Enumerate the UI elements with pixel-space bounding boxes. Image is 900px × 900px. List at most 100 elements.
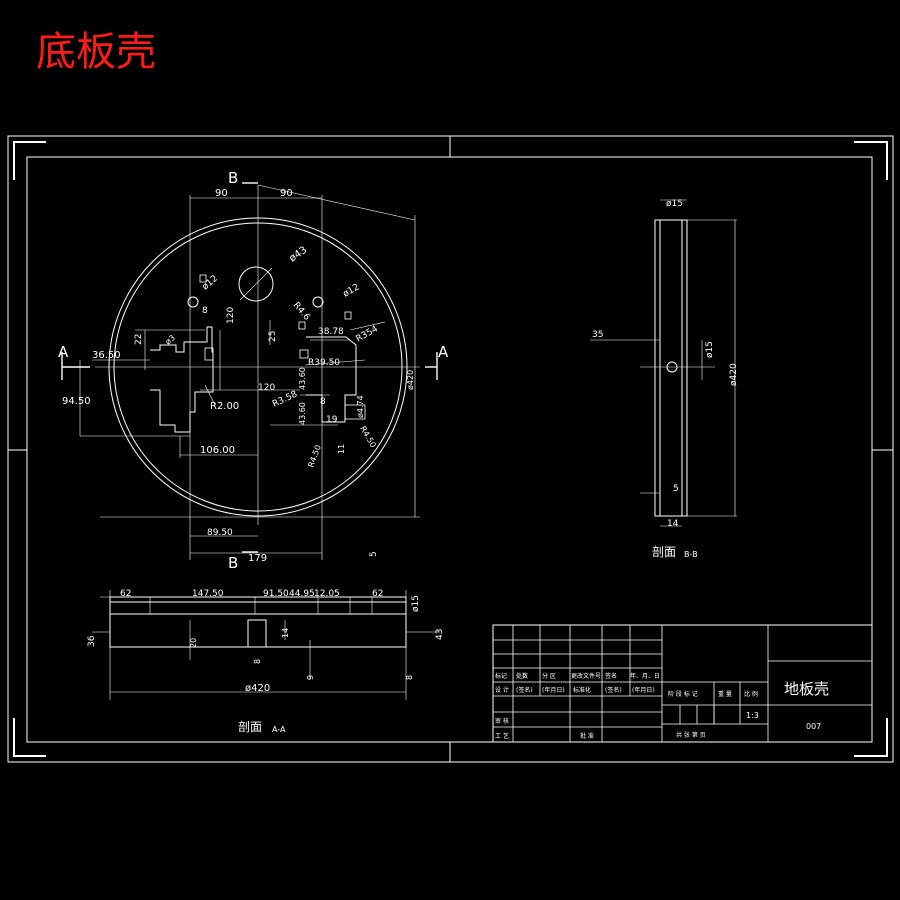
- dim-120h: 120: [258, 383, 275, 393]
- aa-dim-20: 20: [189, 638, 198, 648]
- outer-frame: [7, 135, 894, 763]
- dim-4360a: 43.60: [298, 367, 307, 390]
- tb-r2-3: 标准化: [573, 686, 591, 694]
- dim-12a: ø12: [201, 274, 220, 293]
- hole-12-left: [187, 296, 199, 308]
- drawing-title: 底板壳: [36, 29, 156, 75]
- dim-r200: R2.00: [210, 401, 239, 412]
- tb-stage: 阶 段 标 记: [668, 690, 698, 698]
- dim-43: ø43: [287, 245, 309, 265]
- section-aa-view: [92, 590, 440, 700]
- hole-12-right: [312, 296, 324, 308]
- tb-sheet: 共 张 第 页: [676, 731, 706, 739]
- dim-r3950: R39.50: [308, 358, 340, 368]
- dim-8: 8: [320, 397, 326, 407]
- tb-part-name: 地板壳: [784, 680, 829, 698]
- aa-dim-36: 36: [87, 635, 97, 647]
- tb-r2-4: (签名): [605, 686, 622, 694]
- aa-dim-4495: 44.95: [289, 589, 315, 599]
- bb-dim-35: 35: [592, 330, 603, 340]
- aa-dim-62l: 62: [120, 589, 131, 599]
- dim-r450b: R4.50: [358, 425, 377, 450]
- aa-dim-62r: 62: [372, 589, 383, 599]
- section-bb-view: [590, 199, 737, 527]
- dim-420: ø420: [406, 370, 415, 390]
- plan-view: [95, 185, 678, 525]
- title-block: [492, 624, 873, 743]
- section-mark-a-left: A: [58, 343, 69, 361]
- aa-dim-15: ø15: [411, 595, 421, 612]
- section-mark-b-top: B: [228, 169, 238, 187]
- dim-25: 25: [268, 331, 278, 342]
- aa-dim-14750: 147.50: [192, 589, 224, 599]
- tb-weight: 重 量: [718, 690, 732, 698]
- tb-gong-yi: 工 艺: [495, 732, 509, 740]
- bb-dim-5: 5: [673, 484, 679, 494]
- aa-dim-9: 9: [306, 675, 315, 680]
- plan-dimension-texts: 90 90 ø43 ø12 ø12 R4.6 38.78 R354 22 ø3 …: [62, 188, 415, 564]
- aa-dim-14: 14: [281, 628, 290, 638]
- bb-dim-15: ø15: [705, 341, 715, 358]
- cutout-right: [306, 336, 357, 423]
- tb-r2-2: (年月日): [542, 686, 565, 694]
- dim-90-right: 90: [280, 188, 293, 199]
- tb-pi-zhun: 批 准: [580, 732, 594, 740]
- bb-label-suffix: B-B: [684, 550, 698, 559]
- bb-dim-14: 14: [667, 519, 679, 529]
- dim-12b: ø12: [342, 282, 362, 299]
- tb-r1-0: 标记: [495, 672, 507, 680]
- tb-shen-he: 审 核: [495, 717, 509, 725]
- dim-8950: 89.50: [207, 528, 233, 538]
- dim-11: 11: [337, 444, 346, 454]
- section-mark-b-bottom: B: [228, 554, 238, 572]
- tb-r1-5: 年、月、日: [630, 672, 660, 680]
- bb-label: 剖面: [652, 545, 676, 559]
- tb-scale: 1:3: [746, 711, 759, 720]
- section-mark-a-right: A: [438, 343, 449, 361]
- tb-r2-1: (签名): [516, 686, 533, 694]
- aa-dim-9150: 91.50: [263, 589, 289, 599]
- dim-10600: 106.00: [200, 445, 235, 456]
- dim-r450a: R4.50: [306, 444, 322, 469]
- dim-120v: 120: [226, 307, 236, 324]
- bb-dim-15top: ø15: [666, 199, 683, 209]
- dim-r354: R354: [355, 324, 381, 345]
- dim-4360b: 43.60: [298, 402, 307, 425]
- dim-8-hole: 8: [202, 306, 208, 316]
- dim-5: 5: [369, 551, 379, 557]
- hole-43: [238, 266, 274, 302]
- dim-179: 179: [248, 553, 267, 564]
- tb-r1-3: 更改文件号: [571, 672, 601, 680]
- aa-dim-1205: 12.05: [314, 589, 340, 599]
- dim-474: ø4.74: [356, 395, 365, 418]
- aa-dim-43: 43: [435, 629, 445, 640]
- tb-r2-0: 设 计: [495, 686, 509, 694]
- dim-19: 19: [326, 415, 338, 425]
- cutout-left: [150, 326, 214, 433]
- tb-r1-2: 分 区: [542, 672, 556, 680]
- dim-r358: R3.58: [271, 389, 299, 409]
- aa-dim-8: 8: [253, 659, 262, 664]
- bb-dim-420: ø420: [729, 363, 739, 386]
- dim-22: 22: [134, 334, 144, 345]
- plan-dimension-lines: [79, 184, 420, 560]
- tb-r1-1: 处数: [516, 672, 528, 680]
- corner-marks: [13, 141, 888, 757]
- center-marks: [8, 136, 893, 762]
- dim-90-left: 90: [215, 188, 228, 199]
- tb-scale-hdr: 比 例: [744, 690, 758, 698]
- aa-label: 剖面: [238, 720, 262, 734]
- aa-label-suffix: A-A: [272, 725, 286, 734]
- aa-dim-8b: 8: [405, 675, 414, 680]
- title-block-text: 标记 处数 分 区 更改文件号 签名 年、月、日 设 计 (签名) (年月日) …: [495, 672, 829, 740]
- tb-drawing-no: 007: [806, 722, 821, 731]
- dim-r46: R4.6: [291, 301, 312, 323]
- tb-r2-5: (年月日): [632, 686, 655, 694]
- inner-frame: [26, 156, 873, 743]
- dim-3650: 36.50: [92, 350, 121, 361]
- section-cut-lines: [61, 182, 438, 553]
- dim-9450: 94.50: [62, 396, 91, 407]
- aa-dim-420: ø420: [245, 683, 270, 694]
- dim-3878: 38.78: [318, 327, 344, 337]
